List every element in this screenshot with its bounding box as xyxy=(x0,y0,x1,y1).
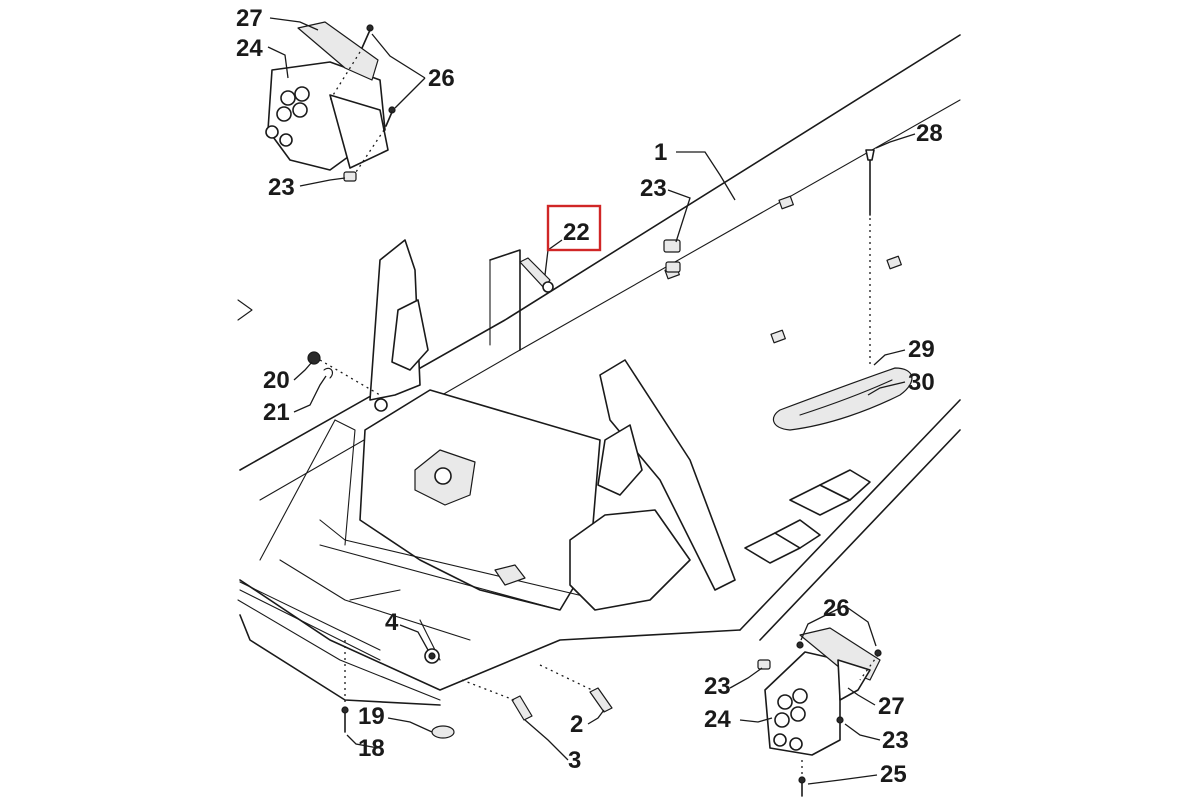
callout-21: 21 xyxy=(263,399,290,426)
part-26-bolts-top xyxy=(329,24,396,173)
part-28-pin xyxy=(865,149,875,365)
part-18-screw xyxy=(341,640,349,733)
flap-assembly-bottom-right xyxy=(757,627,882,797)
flap-holes-bottom-right xyxy=(773,688,808,751)
callout-1: 1 xyxy=(654,139,667,166)
highlight-box-part-22 xyxy=(546,204,602,252)
callout-23-mid: 23 xyxy=(640,175,667,202)
part-4-fastener xyxy=(424,648,440,664)
callout-19: 19 xyxy=(358,703,385,730)
right-upright-bracket xyxy=(569,359,736,611)
callout-3: 3 xyxy=(568,747,581,774)
callout-2: 2 xyxy=(570,711,583,738)
tunnel-chassis xyxy=(237,34,961,706)
callout-27-top: 27 xyxy=(236,5,263,32)
part-2-bolt xyxy=(539,664,613,713)
callout-22: 22 xyxy=(563,219,590,246)
callout-18: 18 xyxy=(358,735,385,762)
callout-23-br2: 23 xyxy=(882,727,909,754)
callout-27-br: 27 xyxy=(878,693,905,720)
callout-25: 25 xyxy=(880,761,907,788)
callout-4: 4 xyxy=(385,609,399,636)
callout-23-br1: 23 xyxy=(704,673,731,700)
callout-30: 30 xyxy=(908,369,935,396)
part-19-grommet xyxy=(431,725,455,739)
left-upright-bracket xyxy=(259,239,429,561)
part-26-bolts-bottom xyxy=(796,641,882,681)
callout-23-top: 23 xyxy=(268,174,295,201)
callout-24-br: 24 xyxy=(704,706,731,733)
tunnel-clips xyxy=(664,195,902,344)
cooler-vents xyxy=(744,469,871,564)
callout-29: 29 xyxy=(908,336,935,363)
flap-holes-top-left xyxy=(265,86,310,147)
part-25-screw xyxy=(798,760,806,797)
callout-labels: 27 24 26 23 22 1 23 28 29 30 20 21 4 19 … xyxy=(236,5,943,788)
callout-26-top: 26 xyxy=(428,65,455,92)
part-23-clip-top xyxy=(343,171,357,182)
part-22-bolt xyxy=(519,257,554,293)
part-23-clip-br2 xyxy=(836,716,844,724)
parts-20-21 xyxy=(307,351,388,412)
seat-pad xyxy=(772,367,913,431)
callout-28: 28 xyxy=(916,120,943,147)
floor-pan xyxy=(279,559,526,661)
part-3-bolt xyxy=(461,679,533,721)
callout-26-br: 26 xyxy=(823,595,850,622)
part-23-clip-br1 xyxy=(757,659,771,670)
part-23-clip-mid xyxy=(663,239,681,273)
flap-assembly-top-left xyxy=(265,21,396,182)
bulkhead-panel xyxy=(319,389,601,611)
leader-lines xyxy=(267,17,916,785)
callout-24-top: 24 xyxy=(236,35,263,62)
callout-20: 20 xyxy=(263,367,290,394)
